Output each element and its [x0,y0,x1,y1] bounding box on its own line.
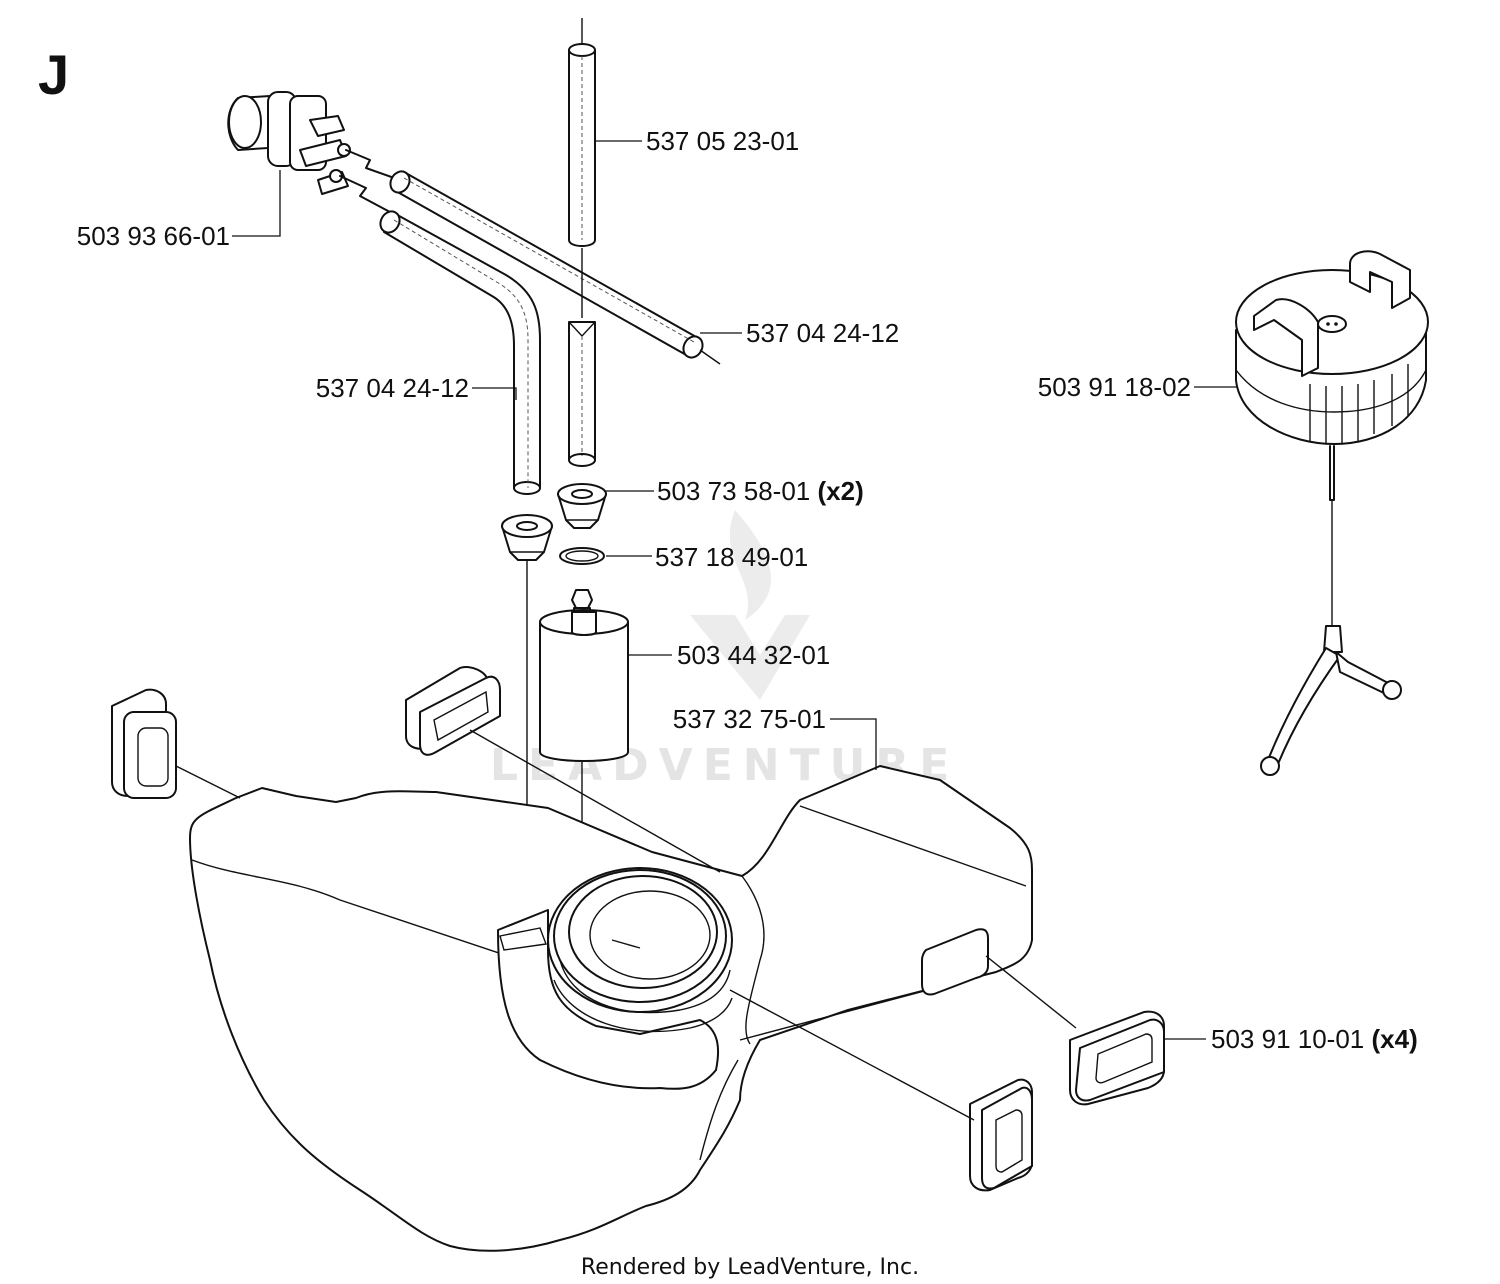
fuel-tank-drawing [189,765,1033,1252]
o-ring-drawing [559,547,605,565]
leader-primer-bulb [232,170,281,237]
leader-fuel-hose-lower [472,387,517,400]
part-label-fuel-cap: 503 91 18-02 [1038,372,1191,402]
section-letter: J [38,43,69,106]
grommet-left-drawing [501,514,553,561]
fuel-hose-upper-drawing [389,170,721,365]
primer-bulb-drawing [227,91,351,195]
rubber-buffer-top-left-drawing [111,688,177,799]
footer-credit: Rendered by LeadVenture, Inc. [581,1255,919,1280]
fuel-hose-lower-drawing [379,210,541,495]
rubber-buffer-top-middle-drawing [405,666,501,756]
return-line-drawing [568,18,596,467]
part-label-rubber-buffer: 503 91 10-01 (x4) [1211,1024,1418,1054]
part-label-o-ring: 537 18 49-01 [655,542,808,572]
part-label-return-line: 537 05 23-01 [646,126,799,156]
part-label-grommet: 503 73 58-01 (x2) [657,476,864,506]
part-label-fuel-hose-upper: 537 04 24-12 [746,318,899,348]
grommet-right-drawing [557,483,607,529]
rubber-buffer-bottom-middle-drawing [969,1078,1033,1192]
part-label-primer-bulb: 503 93 66-01 [77,221,230,251]
part-label-fuel-tank: 537 32 75-01 [673,704,826,734]
leader-fuel-tank [830,718,877,770]
fuel-cap-drawing [1235,250,1429,776]
part-label-fuel-filter: 503 44 32-01 [677,640,830,670]
fuel-filter-drawing [539,589,629,762]
rubber-buffer-bottom-right-drawing [1069,1010,1165,1106]
part-label-fuel-hose-lower: 537 04 24-12 [316,373,469,403]
